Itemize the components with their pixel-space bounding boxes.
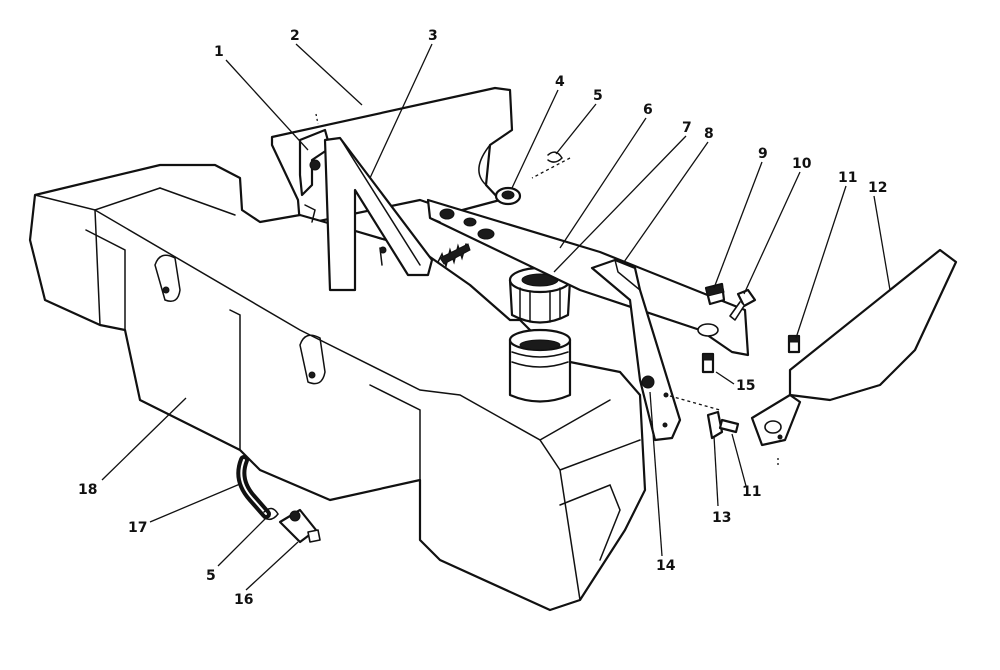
callout-7: 7 [682,120,692,136]
part-4-grommet [494,186,522,206]
leader-lines [101,43,891,591]
callout-4: 4 [555,74,565,90]
callout-15: 15 [736,378,755,394]
callout-13: 13 [712,510,731,526]
part-5-clamp-upper [547,151,563,163]
part-18-fuel-tank [28,163,647,612]
callout-10: 10 [792,156,812,172]
filler-neck [508,328,572,403]
callout-5-lower: 5 [206,568,216,584]
part-15-screw [701,352,715,374]
callout-14: 14 [656,558,676,574]
callout-12: 12 [868,180,887,196]
part-6-cross-bar [426,198,750,357]
part-17-fuel-hose [236,455,271,519]
part-16-shutoff-valve [278,508,321,544]
callout-9: 9 [758,146,768,162]
part-13-clip [706,410,724,440]
callout-16: 16 [234,592,253,608]
callout-18: 18 [78,482,97,498]
part-9-nut [704,282,726,306]
part-11-screw-lower [718,418,740,434]
part-10-bolt [729,288,757,321]
spring [437,243,471,269]
part-12-side-shield [750,248,958,447]
part-1-bracket [298,128,332,223]
part-7-fuel-cap [508,266,572,324]
part-5-clamp-lower [263,507,279,521]
callout-11-upper: 11 [838,170,857,186]
callout-labels: 1 2 3 4 5 6 7 8 9 10 11 12 15 11 13 14 1… [78,28,887,608]
part-8-right-brace [590,258,682,442]
callout-11-lower: 11 [742,484,761,500]
callout-8: 8 [704,126,714,142]
part-3-left-brace [323,136,434,292]
callout-1: 1 [214,44,224,60]
part-11-screw-upper [787,334,801,354]
callout-2: 2 [290,28,300,44]
callout-17: 17 [128,520,147,536]
callout-5-upper: 5 [593,88,603,104]
callout-3: 3 [428,28,438,44]
callout-6: 6 [643,102,653,118]
